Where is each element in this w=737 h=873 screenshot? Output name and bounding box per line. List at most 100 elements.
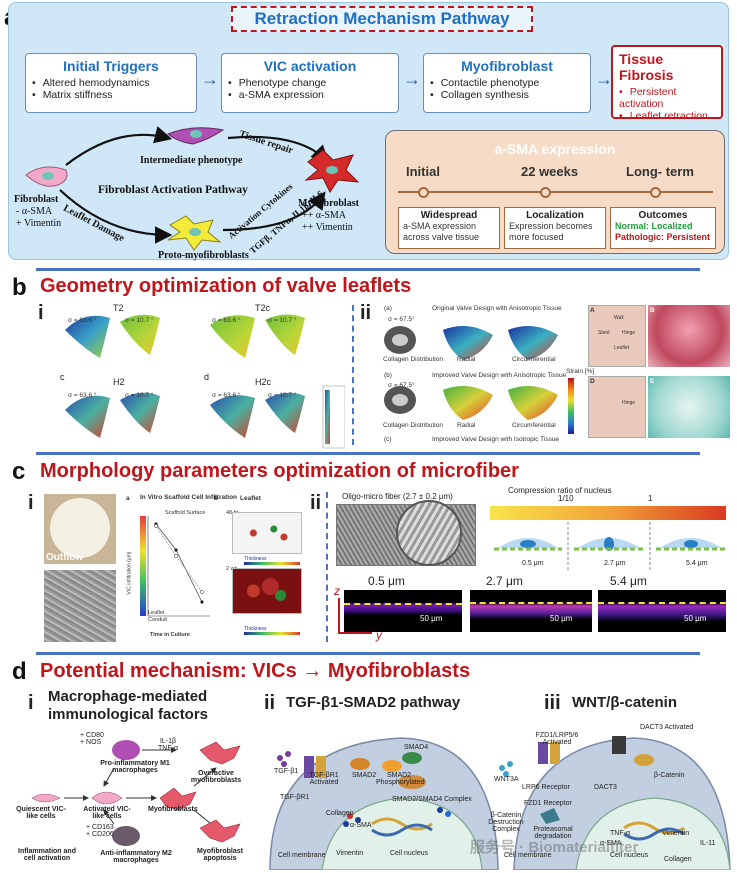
wnt-label: WNT3A (494, 776, 519, 783)
section-b-sub-i: i (38, 302, 44, 324)
sma-card-localization: Localization Expression becomes more foc… (504, 207, 606, 249)
fiber-size-label: 5.4 μm (610, 574, 647, 588)
leaflet-tag: Leaflet (240, 495, 261, 502)
overactive-label: Overactive myofibroblasts (190, 770, 242, 784)
sigma-label: σ = 10.7 ° (268, 317, 297, 324)
ratio-tick: 1/10 (558, 494, 574, 503)
sma-card-head: Widespread (420, 210, 478, 221)
axis-z-label: z (334, 584, 340, 598)
macrophage-diagram (31, 740, 241, 846)
sma-card-head: Localization (526, 210, 584, 221)
valve-sketch-top (588, 305, 646, 367)
outcome-pathologic: Pathologic: Persistent (615, 232, 711, 242)
scaffold-photo (44, 494, 116, 564)
section-divider (36, 452, 700, 455)
smad4-label: SMAD4 (404, 744, 429, 751)
destruction-label: β-Catenin Destruction Complex (488, 812, 524, 833)
tgf-receptor: TGF-βR1 (280, 794, 310, 801)
scale-bar-label: 50 μm (684, 614, 707, 623)
flow-arrow-icon: → (595, 69, 613, 89)
section-b-title: Geometry optimization of valve leaflets (40, 275, 412, 297)
confocal-2-7um (470, 590, 592, 632)
chart-legend: Conduit (148, 617, 167, 623)
sketch-label: Leaflet (614, 345, 630, 351)
tnf-label: TNF-α (610, 830, 630, 837)
flow-box-initial-triggers: Initial Triggers Altered hemodynamicsMat… (25, 53, 197, 113)
vimentin-label: Vimentin (336, 850, 364, 857)
fibroblast-marker: + Vimentin (16, 218, 62, 229)
sma-timeline (398, 191, 713, 193)
sma-stage-initial: Initial (406, 164, 440, 179)
sem-zoom-circle (396, 500, 462, 566)
membrane-label: Cell membrane (504, 852, 552, 859)
sma-stage-22wk: 22 weeks (521, 164, 579, 179)
m2-markers: + CD163 + CD206 (86, 824, 114, 838)
photo-letter: A (590, 307, 595, 314)
design-row-title: Improved Valve Design with Isotropic Tis… (432, 436, 560, 443)
valve-strain-maps (384, 326, 558, 420)
axis-z-arrow (338, 598, 340, 634)
flow-item: Contactile phenotype (430, 77, 584, 89)
design-row-title: Original Valve Design with Anisotropic T… (432, 305, 562, 312)
design-row-tag: (a) (384, 305, 392, 312)
proteasome-label: Proteasomal degradation (533, 826, 573, 840)
bcatenin-label: β-Catenin (654, 772, 685, 779)
section-d-sub-ii: ii (264, 692, 276, 714)
flow-box-title: Initial Triggers (63, 58, 159, 74)
chart-ylabel: VIC infiltration (μm) (126, 551, 133, 595)
axis-y-label: y (376, 628, 382, 642)
valve-photo-bottom (648, 376, 730, 438)
nucleus-label: Cell nucleus (610, 852, 649, 859)
membrane-label: Cell membrane (278, 852, 326, 859)
fibroblast-label: Fibroblast (14, 194, 59, 205)
design-label: T2 (113, 303, 124, 313)
fiber-size-small: 0.5 μm (522, 560, 544, 567)
sma-card-widespread: Widespread a-SMA expression across valve… (398, 207, 500, 249)
tgf-ligand: TGF-β1 (274, 768, 299, 775)
render-2wk (232, 568, 302, 614)
flow-box-title: VIC activation (263, 58, 357, 74)
sma-title: a-SMA expression (494, 141, 616, 157)
smad2p-label: SMAD2 Phosphorylated (376, 772, 425, 786)
quiescent-label: Quiescent VIC-like cells (16, 806, 66, 820)
sigma-label: σ = 63.6 ° (212, 317, 241, 324)
col-label: Circumferential (512, 422, 556, 429)
design-label: H2c (255, 377, 272, 387)
sma-stage-long-term: Long- term (626, 164, 694, 179)
fiber-label: Oligo-micro fiber (2.7 ± 0.2 μm) (342, 492, 453, 501)
fzd-activated-label: FZD1/LRP5/6 Activated (535, 732, 579, 746)
design-label: T2c (255, 303, 271, 313)
flow-item: Phenotype change (228, 77, 392, 89)
sma-expression-box: a-SMA expression Initial 22 weeks Long- … (385, 130, 725, 254)
sketch-label: Hinge (622, 400, 636, 406)
myofibroblast-marker: ++ α-SMA (302, 210, 347, 221)
thickness-scale (244, 632, 300, 635)
section-d-title: Potential mechanism: VICs → Myofibroblas… (40, 660, 471, 682)
sub-ii-title: TGF-β1-SMAD2 pathway (286, 694, 461, 711)
m2-label: Anti-inflammatory M2 macrophages (100, 850, 172, 864)
surface-line (470, 602, 592, 604)
outflow-label: Outflow (46, 552, 84, 563)
flow-box-tissue-fibrosis: Tissue Fibrosis Persistent activationLea… (611, 45, 723, 122)
leaflet-stress-maps (65, 314, 345, 449)
col-label: Collagen Distribution (383, 422, 443, 429)
myofibroblast-label: Myofibroblast (298, 198, 359, 209)
panel-b-letter: b (214, 495, 218, 502)
design-row-tag: (b) (384, 372, 392, 379)
activated-label: Activated VIC-like cells (83, 806, 131, 820)
panel-letter-c: c (12, 458, 26, 485)
thickness-label: Thickness (244, 556, 267, 562)
inflammation-label: Inflammation and cell activation (18, 848, 76, 862)
asma-label: α-SMA (600, 840, 622, 847)
col-label: Collagen Distribution (383, 356, 443, 363)
panel-letter-d: d (12, 658, 27, 685)
leaflet-row-2 (65, 392, 305, 438)
section-divider (36, 268, 700, 271)
photo-letter: E (650, 378, 655, 385)
sma-card-text: Expression becomes more focused (509, 221, 593, 242)
sigma-label: σ = 10.7 ° (125, 392, 154, 399)
lrp6-label: LRP6 Receptor (522, 784, 570, 791)
watermark: 服务号 · Biomaterialtiter (470, 839, 639, 856)
flow-item: Leaflet retraction (619, 110, 715, 122)
fiber-size-label: 0.5 μm (368, 574, 405, 588)
